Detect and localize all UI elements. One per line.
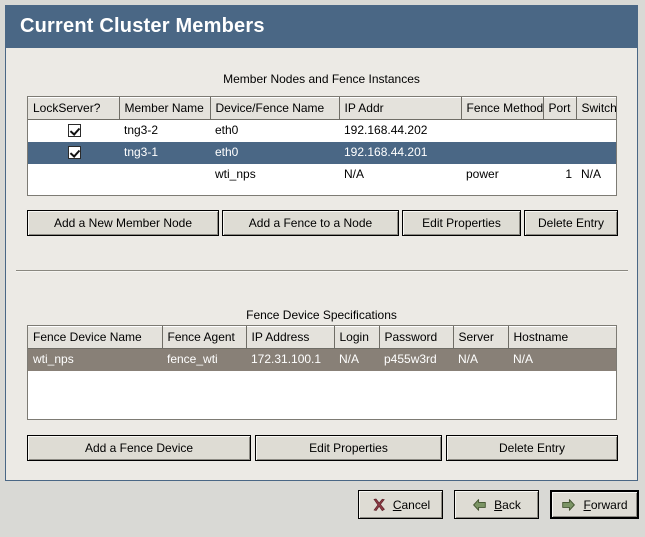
cell-switch	[576, 141, 616, 164]
table-row[interactable]: tng3-1 eth0 192.168.44.201	[28, 141, 616, 164]
col-fence-method[interactable]: Fence Method	[461, 97, 544, 120]
edit-properties-button-fence[interactable]: Edit Properties	[255, 435, 442, 461]
cell-fence-method: power	[461, 163, 543, 186]
title-bar: Current Cluster Members	[6, 6, 637, 48]
delete-entry-label-members: Delete Entry	[537, 216, 605, 230]
cell-member-name: tng3-1	[119, 141, 210, 164]
cell-member-name	[119, 163, 210, 186]
cell-port: 1	[543, 163, 576, 186]
col-login[interactable]: Login	[334, 326, 380, 349]
cell-fence-device-name: wti_nps	[28, 348, 162, 371]
add-new-member-node-label: Add a New Member Node	[53, 216, 193, 230]
col-ip-address[interactable]: IP Address	[246, 326, 335, 349]
table-row[interactable]: wti_nps fence_wti 172.31.100.1 N/A p455w…	[28, 348, 616, 371]
edit-properties-button-members[interactable]: Edit Properties	[402, 210, 521, 236]
cell-password: p455w3rd	[379, 348, 453, 371]
add-new-member-node-button[interactable]: Add a New Member Node	[27, 210, 219, 236]
col-port[interactable]: Port	[543, 97, 577, 120]
cell-lockserver[interactable]	[28, 119, 119, 142]
col-ip-addr[interactable]: IP Addr	[339, 97, 462, 120]
col-hostname[interactable]: Hostname	[508, 326, 616, 349]
cell-switch	[576, 119, 616, 142]
cell-login: N/A	[334, 348, 379, 371]
dialog-panel: Current Cluster Members Member Nodes and…	[5, 5, 638, 481]
section-divider	[16, 270, 628, 272]
arrow-right-icon	[561, 497, 577, 513]
add-fence-device-label: Add a Fence Device	[84, 441, 194, 455]
delete-entry-button-fence[interactable]: Delete Entry	[446, 435, 618, 461]
edit-properties-label-members: Edit Properties	[422, 216, 501, 230]
cell-fence-agent: fence_wti	[162, 348, 246, 371]
forward-button-label: Forward	[583, 497, 628, 512]
col-switch[interactable]: Switch	[576, 97, 616, 120]
back-button-label: Back	[494, 497, 521, 512]
cell-device-fence-name: eth0	[210, 119, 339, 142]
arrow-left-icon	[472, 497, 488, 513]
cell-member-name: tng3-2	[119, 119, 210, 142]
col-member-name[interactable]: Member Name	[119, 97, 211, 120]
col-server[interactable]: Server	[453, 326, 509, 349]
dialog-content: Member Nodes and Fence Instances LockSer…	[6, 48, 637, 480]
members-section-caption: Member Nodes and Fence Instances	[223, 72, 420, 86]
col-device-fence-name[interactable]: Device/Fence Name	[210, 97, 340, 120]
cell-lockserver[interactable]	[28, 141, 119, 164]
cell-fence-method	[461, 141, 543, 164]
delete-entry-label-fence: Delete Entry	[498, 441, 566, 455]
cell-port	[543, 119, 576, 142]
table-row[interactable]: tng3-2 eth0 192.168.44.202	[28, 119, 616, 142]
col-password[interactable]: Password	[379, 326, 454, 349]
cancel-button[interactable]: Cancel	[358, 490, 443, 519]
forward-button[interactable]: Forward	[550, 490, 639, 519]
delete-entry-button-members[interactable]: Delete Entry	[524, 210, 618, 236]
back-button[interactable]: Back	[454, 490, 539, 519]
table-row[interactable]: wti_nps N/A power 1 N/A	[28, 163, 616, 186]
cell-device-fence-name: eth0	[210, 141, 339, 164]
col-lockserver[interactable]: LockServer?	[28, 97, 120, 120]
cell-ip-addr: N/A	[339, 163, 461, 186]
edit-properties-label-fence: Edit Properties	[309, 441, 388, 455]
navigation-bar: Cancel Back Forward	[5, 486, 639, 532]
cell-device-fence-name: wti_nps	[210, 163, 339, 186]
cell-server: N/A	[453, 348, 508, 371]
cell-ip-addr: 192.168.44.201	[339, 141, 461, 164]
cell-switch: N/A	[576, 163, 616, 186]
page-title: Current Cluster Members	[20, 15, 265, 37]
add-fence-device-button[interactable]: Add a Fence Device	[27, 435, 251, 461]
cell-fence-method	[461, 119, 543, 142]
add-fence-to-node-label: Add a Fence to a Node	[248, 216, 373, 230]
table-header-row: Fence Device Name Fence Agent IP Address…	[28, 326, 616, 349]
cell-hostname: N/A	[508, 348, 616, 371]
member-nodes-grid: LockServer? Member Name Device/Fence Nam…	[28, 97, 616, 186]
col-fence-device-name[interactable]: Fence Device Name	[28, 326, 163, 349]
fence-device-grid: Fence Device Name Fence Agent IP Address…	[28, 326, 616, 371]
fence-device-table[interactable]: Fence Device Name Fence Agent IP Address…	[27, 325, 617, 420]
cancel-button-label: Cancel	[392, 497, 431, 512]
fence-section-caption: Fence Device Specifications	[246, 308, 397, 322]
lockserver-checkbox[interactable]	[67, 124, 81, 138]
lockserver-checkbox[interactable]	[67, 146, 81, 160]
cell-port	[543, 141, 576, 164]
table-header-row: LockServer? Member Name Device/Fence Nam…	[28, 97, 616, 120]
cancel-x-icon	[371, 497, 387, 513]
member-nodes-table[interactable]: LockServer? Member Name Device/Fence Nam…	[27, 96, 617, 196]
cell-lockserver[interactable]	[28, 163, 119, 186]
col-fence-agent[interactable]: Fence Agent	[162, 326, 247, 349]
cell-ip-address: 172.31.100.1	[246, 348, 334, 371]
add-fence-to-node-button[interactable]: Add a Fence to a Node	[222, 210, 399, 236]
cell-ip-addr: 192.168.44.202	[339, 119, 461, 142]
